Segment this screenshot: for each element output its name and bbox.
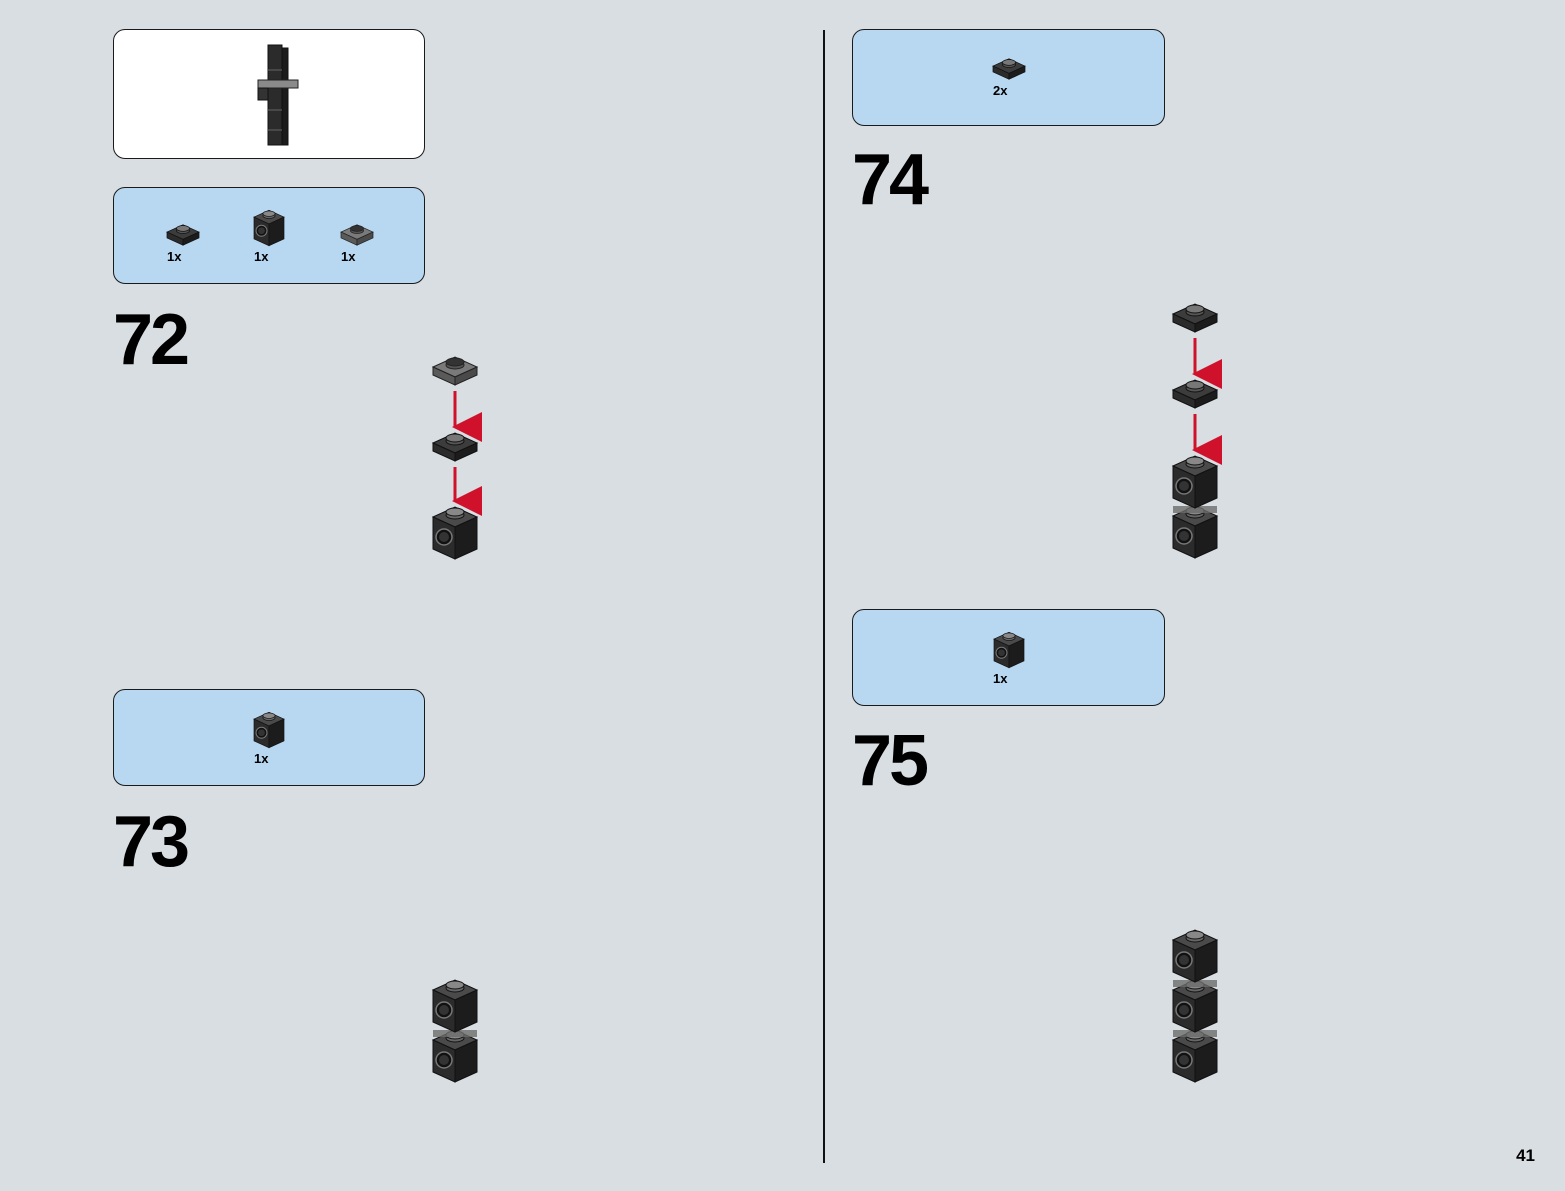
brick-1x1-with-hole-icon [253, 209, 285, 247]
plate-1x1-grey-icon [340, 224, 374, 246]
step-72-assembly-illustration [432, 356, 482, 560]
part-qty: 1x [254, 249, 269, 264]
part-qty: 1x [254, 751, 269, 766]
page-number: 41 [1516, 1146, 1535, 1165]
parts-list-step-73: 1x [113, 689, 425, 786]
step-number: 74 [852, 140, 929, 220]
step-number: 73 [113, 802, 190, 882]
step-75-assembly-illustration [1172, 929, 1218, 1083]
submodel-callout-panel [113, 29, 425, 159]
plate-1x1-icon [166, 224, 200, 246]
step-74-assembly-illustration [1172, 303, 1222, 559]
step-73-assembly-illustration [432, 979, 478, 1083]
step-number: 72 [113, 300, 190, 380]
part-qty: 1x [993, 671, 1008, 686]
step-number: 75 [852, 721, 929, 801]
page-divider [823, 30, 825, 1163]
plate-1x1-icon [992, 58, 1026, 80]
part-qty: 1x [341, 249, 356, 264]
parts-list-step-75: 1x [852, 609, 1165, 706]
parts-list-step-74: 2x [852, 29, 1165, 126]
parts-list-step-72: 1x 1x 1x [113, 187, 425, 284]
submodel-tower-icon [257, 44, 299, 146]
part-qty: 2x [993, 83, 1008, 98]
brick-1x1-with-hole-icon [253, 711, 285, 749]
part-qty: 1x [167, 249, 182, 264]
brick-1x1-with-hole-icon [993, 631, 1025, 669]
